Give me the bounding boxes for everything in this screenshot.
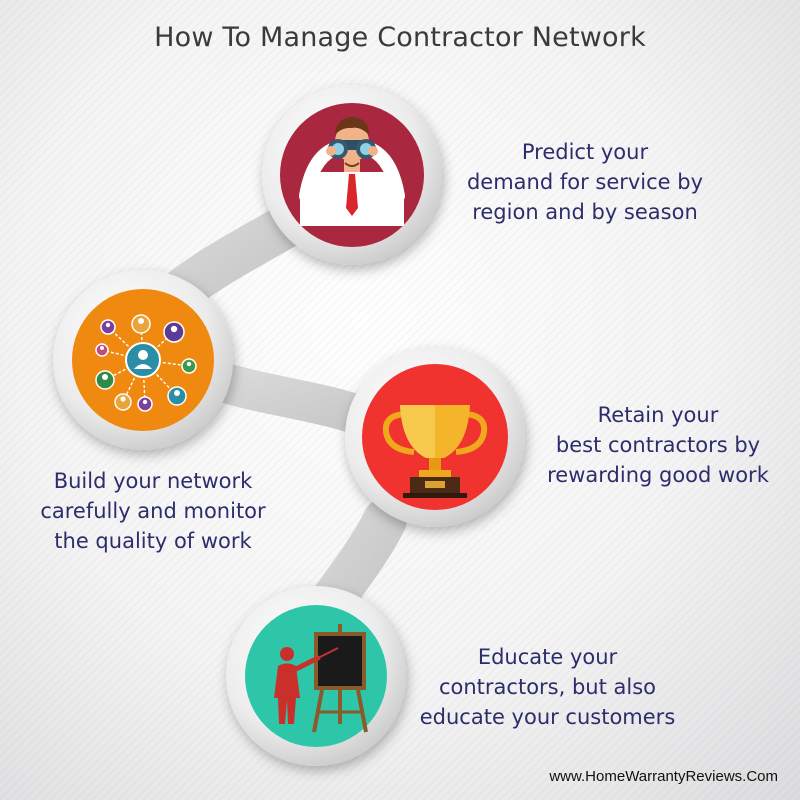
caption-line: demand for service by	[466, 170, 704, 194]
page-title: How To Manage Contractor Network	[154, 22, 646, 53]
binoculars-businessman-icon	[299, 117, 405, 226]
caption-line: contractors, but also	[438, 675, 657, 699]
caption-line: the quality of work	[54, 529, 252, 553]
caption-line: rewarding good work	[547, 463, 769, 487]
step-retain-caption: Retain your best contractors by rewardin…	[528, 400, 788, 490]
caption-line: region and by season	[472, 200, 698, 224]
caption-line: educate your customers	[419, 705, 676, 729]
step-build-caption: Build your network carefully and monitor…	[28, 466, 278, 556]
step-predict-badge	[262, 85, 442, 265]
step-predict-caption: Predict your demand for service by regio…	[455, 137, 715, 227]
step-retain-badge	[345, 347, 525, 527]
presenter-blackboard-icon	[274, 624, 368, 733]
caption-line: Educate your	[477, 645, 618, 669]
source-url: www.HomeWarrantyReviews.Com	[549, 768, 778, 785]
step-build-badge	[53, 270, 233, 450]
step-educate-caption: Educate your contractors, but also educa…	[415, 642, 680, 732]
step-educate-badge	[226, 586, 406, 766]
caption-line: Retain your	[597, 403, 719, 427]
caption-line: best contractors by	[555, 433, 761, 457]
trophy-icon	[382, 405, 488, 498]
caption-line: Predict your	[521, 140, 649, 164]
caption-line: carefully and monitor	[40, 499, 266, 523]
caption-line: Build your network	[53, 469, 253, 493]
